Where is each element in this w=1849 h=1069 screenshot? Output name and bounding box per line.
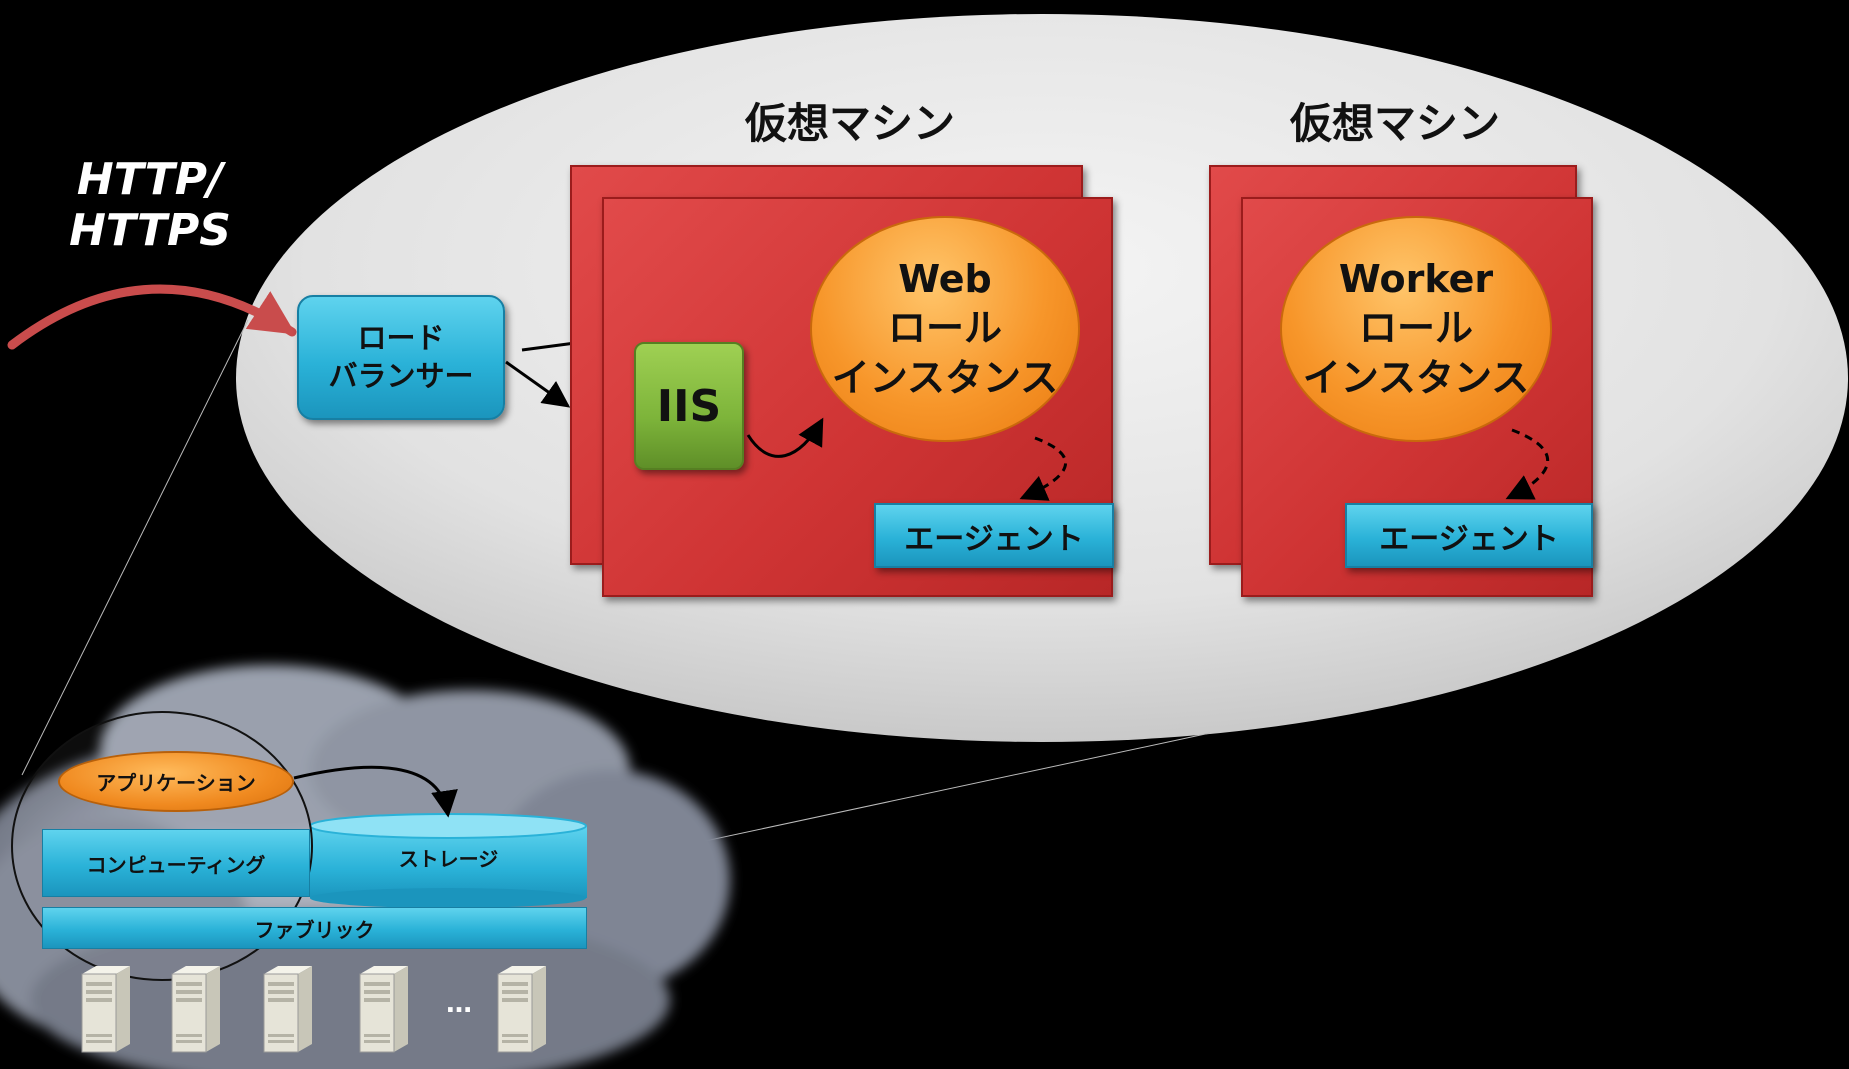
http-label-line2: HTTPS	[69, 204, 231, 256]
vm-title-web: 仮想マシン	[744, 99, 955, 148]
web-role-instance: Web ロール インスタンス	[810, 216, 1080, 442]
server-icon	[352, 964, 416, 1054]
zoom-line-left	[21, 319, 249, 776]
compute-box: コンピューティング	[42, 829, 310, 897]
server-icon	[490, 964, 554, 1054]
load-balancer-line1: ロード	[357, 320, 445, 355]
server-ellipsis: …	[446, 989, 472, 1019]
web-role-line1: Web	[898, 256, 992, 301]
server-icon	[74, 964, 138, 1054]
storage-label: ストレージ	[398, 847, 499, 871]
worker-role-line1: Worker	[1338, 256, 1494, 301]
application-ellipse: アプリケーション	[58, 751, 294, 812]
http-label-line1: HTTP/	[76, 154, 224, 205]
lb-arrow-lower	[505, 360, 571, 408]
fabric-box: ファブリック	[42, 907, 587, 949]
web-agent: エージェント	[874, 503, 1114, 568]
web-role-line3: インスタンス	[831, 355, 1059, 400]
web-role-line2: ロール	[887, 306, 1002, 351]
vm-title-worker: 仮想マシン	[1289, 99, 1500, 148]
worker-role-instance: Worker ロール インスタンス	[1280, 216, 1552, 442]
storage-cylinder	[309, 813, 587, 908]
http-arrow	[7, 284, 297, 350]
server-icon	[164, 964, 228, 1054]
worker-role-line2: ロール	[1358, 306, 1473, 351]
server-icon	[256, 964, 320, 1054]
http-label: HTTP/ HTTPS	[40, 154, 260, 256]
worker-agent: エージェント	[1345, 503, 1593, 568]
worker-role-line3: インスタンス	[1302, 355, 1530, 400]
load-balancer-line2: バランサー	[328, 358, 474, 393]
iis-box: IIS	[634, 342, 744, 470]
load-balancer: ロード バランサー	[297, 295, 505, 420]
